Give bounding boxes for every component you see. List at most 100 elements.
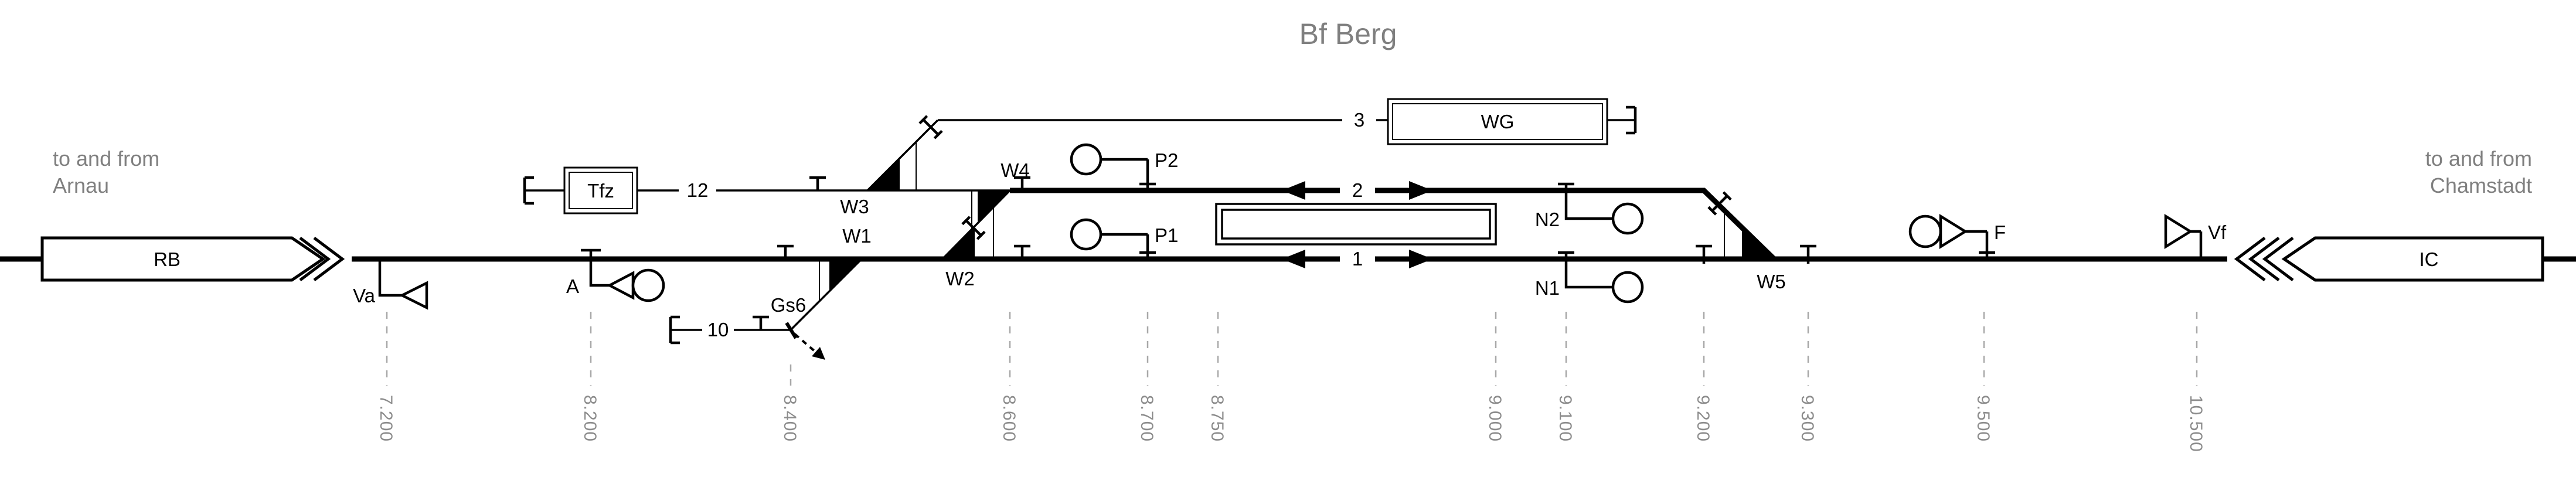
train-ic-body bbox=[2281, 236, 2544, 282]
km-label: 9.200 bbox=[1693, 395, 1713, 442]
train-ic-label: IC bbox=[2420, 248, 2439, 270]
signal-p2: P2 bbox=[1070, 143, 1178, 190]
derailer-tick-icon bbox=[785, 322, 798, 339]
unit-wg: WG bbox=[1387, 98, 1608, 145]
switch-w2-triangle-icon bbox=[942, 227, 975, 259]
signal-a: A bbox=[566, 248, 665, 302]
trains: RB IC bbox=[40, 236, 2544, 282]
signal-a-mast bbox=[581, 248, 610, 287]
signal-p1-mast bbox=[1101, 233, 1156, 259]
km-label: 8.600 bbox=[999, 395, 1019, 442]
signal-vf-mast bbox=[2190, 230, 2203, 259]
joint-w2-diagonal bbox=[961, 216, 986, 240]
switch-w4-label: W4 bbox=[1001, 159, 1030, 181]
signal-n2-mast bbox=[1558, 182, 1613, 220]
signal-f-label: F bbox=[1994, 222, 2006, 243]
tfz-label: Tfz bbox=[587, 180, 614, 202]
signal-gs6-derailer: Gs6 bbox=[771, 294, 825, 360]
train-ic: IC bbox=[2234, 236, 2544, 282]
distant-signal-icon bbox=[607, 271, 635, 300]
signal-p2-mast bbox=[1101, 158, 1156, 190]
unit-boxes: Tfz WG bbox=[563, 98, 1608, 214]
train-rb-label: RB bbox=[154, 248, 181, 270]
joint-track1-d bbox=[1800, 244, 1816, 264]
km-label: 8.700 bbox=[1137, 395, 1156, 442]
train-rb: RB bbox=[40, 236, 345, 282]
track-3-number: 3 bbox=[1354, 109, 1364, 131]
km-label: 7.200 bbox=[376, 395, 396, 442]
main-signal-icon bbox=[1611, 271, 1644, 304]
direction-arrows bbox=[1282, 181, 1432, 268]
route-label-left-line2: Arnau bbox=[53, 173, 109, 197]
derailer-throw-dashed-line bbox=[794, 333, 817, 353]
signal-n1-label: N1 bbox=[1535, 277, 1560, 299]
signal-p1: P1 bbox=[1070, 218, 1178, 259]
km-label: 9.300 bbox=[1798, 395, 1817, 442]
joint-track1-c bbox=[1696, 244, 1712, 264]
track-1-number: 1 bbox=[1352, 248, 1363, 270]
track-10-number: 10 bbox=[707, 319, 729, 340]
switch-w5-triangle-icon bbox=[1742, 229, 1774, 259]
train-ic-chevron-icon bbox=[2262, 237, 2294, 281]
km-label: 9.100 bbox=[1556, 395, 1575, 442]
joint-w5-diagonal bbox=[1707, 191, 1732, 216]
train-ic-chevron-icon bbox=[2234, 237, 2266, 281]
km-label: 9.500 bbox=[1973, 395, 1993, 442]
joint-track1-b bbox=[1014, 244, 1030, 259]
km-label: 8.400 bbox=[780, 395, 799, 442]
switch-w1-label: W1 bbox=[842, 225, 872, 247]
arrow-left-track1-icon bbox=[1282, 250, 1305, 268]
buffer-stops bbox=[523, 105, 1637, 345]
km-label: 10.500 bbox=[2186, 395, 2206, 452]
derailer-arrowhead-icon bbox=[812, 347, 825, 360]
main-signal-icon bbox=[1070, 218, 1102, 251]
joint-w3-diagonal bbox=[918, 115, 943, 139]
main-signal-icon bbox=[1070, 143, 1102, 176]
switch-w3-triangle-icon bbox=[867, 158, 900, 190]
platform-inner-outline bbox=[1221, 209, 1491, 240]
switch-w2-w4-diagonal bbox=[941, 189, 1011, 260]
signal-va-label: Va bbox=[353, 285, 376, 306]
signal-va-mast bbox=[378, 261, 402, 297]
rail-joints bbox=[753, 115, 1816, 330]
train-ic-chevron-icon bbox=[2248, 237, 2280, 281]
switch-w2-label: W2 bbox=[945, 268, 975, 289]
wg-box bbox=[1387, 98, 1608, 145]
main-signal-icon bbox=[1908, 214, 1942, 248]
platform bbox=[1215, 203, 1497, 246]
signal-n2-label: N2 bbox=[1535, 209, 1560, 230]
arrow-right-track1-icon bbox=[1409, 250, 1432, 268]
switch-w3-label: W3 bbox=[840, 196, 869, 217]
buffer-stop-track3-icon bbox=[1626, 105, 1637, 135]
wg-label: WG bbox=[1481, 111, 1515, 132]
signal-n1-mast bbox=[1558, 251, 1613, 289]
joint-track10 bbox=[753, 315, 769, 330]
km-label: 9.000 bbox=[1485, 395, 1505, 442]
km-label: 8.750 bbox=[1207, 395, 1227, 442]
signal-f: F bbox=[1908, 213, 2006, 259]
main-signal-icon bbox=[1611, 202, 1644, 235]
signal-n1: N1 bbox=[1535, 251, 1644, 304]
signal-gs6-label: Gs6 bbox=[771, 294, 807, 316]
arrow-right-track2-icon bbox=[1409, 181, 1432, 200]
buffer-stop-track12-icon bbox=[523, 176, 534, 205]
distant-signal-icon bbox=[2164, 213, 2193, 250]
tfz-box-inner bbox=[569, 172, 633, 209]
buffer-stop-track10-icon bbox=[669, 315, 680, 345]
signal-va: Va bbox=[353, 261, 428, 310]
unit-tfz: Tfz bbox=[563, 166, 638, 214]
turnout-markers bbox=[819, 142, 1774, 301]
switch-w5-label: W5 bbox=[1757, 271, 1786, 292]
track-number-labels: 1 2 3 10 12 bbox=[687, 109, 1365, 340]
signal-p1-label: P1 bbox=[1155, 224, 1178, 246]
switch-labels: W1 W2 W3 W4 W5 bbox=[840, 159, 1786, 292]
signal-vf-label: Vf bbox=[2208, 222, 2227, 243]
page-title: Bf Berg bbox=[1299, 18, 1397, 50]
signal-n2: N2 bbox=[1535, 182, 1644, 235]
switch-w1-diagonal bbox=[790, 258, 863, 331]
signal-vf: Vf bbox=[2164, 213, 2227, 259]
joint-track1-a bbox=[777, 244, 794, 259]
km-label: 8.200 bbox=[580, 395, 600, 442]
switch-w1-triangle-icon bbox=[829, 259, 862, 291]
